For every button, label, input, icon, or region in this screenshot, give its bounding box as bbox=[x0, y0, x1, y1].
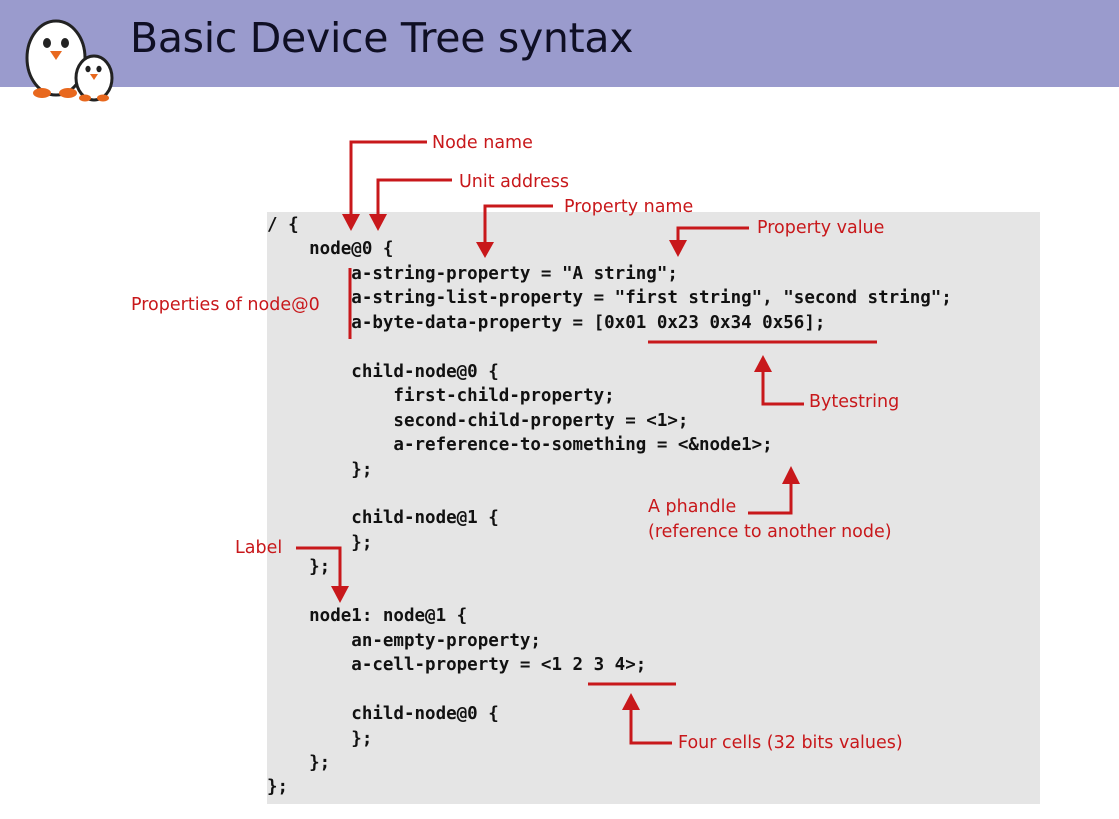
code-line: a-string-property = "A string"; bbox=[267, 263, 678, 284]
node-name-arrow bbox=[349, 140, 427, 220]
property-value-arrowhead bbox=[669, 240, 687, 257]
four-cells-label: Four cells (32 bits values) bbox=[678, 733, 903, 753]
property-name-label: Property name bbox=[564, 197, 694, 217]
property-value-label: Property value bbox=[757, 218, 885, 238]
label-arrowhead bbox=[331, 586, 349, 603]
bytestring-arrow bbox=[761, 366, 804, 406]
slide-title: Basic Device Tree syntax bbox=[130, 14, 634, 62]
cells-arrow bbox=[629, 704, 672, 745]
cells-arrowhead bbox=[622, 693, 640, 710]
property-name-arrowhead bbox=[476, 242, 494, 258]
code-line: first-child-property; bbox=[267, 386, 615, 407]
bytestring-arrowhead bbox=[754, 355, 772, 372]
phandle-arrowhead bbox=[782, 466, 800, 484]
code-line: a-reference-to-something = <&node1>; bbox=[267, 435, 773, 456]
device-tree-code: / { node@0 { a-string-property = "A stri… bbox=[267, 213, 952, 800]
code-block-background bbox=[267, 212, 1040, 804]
unit-address-arrowhead bbox=[369, 214, 387, 231]
code-line: a-string-list-property = "first string",… bbox=[267, 288, 952, 309]
code-line: }; bbox=[267, 459, 373, 480]
code-line: node@0 { bbox=[267, 239, 394, 260]
code-line: }; bbox=[267, 557, 331, 578]
code-line: node1: node@1 { bbox=[267, 606, 468, 627]
property-name-arrow bbox=[483, 204, 553, 248]
node-name-arrowhead bbox=[342, 214, 360, 231]
properties-of-node0-label: Properties of node@0 bbox=[131, 295, 320, 315]
label-arrow bbox=[296, 546, 342, 592]
node-name-label: Node name bbox=[432, 133, 533, 153]
phandle-description: (reference to another node) bbox=[648, 522, 892, 542]
bytestring-label: Bytestring bbox=[809, 392, 900, 412]
code-line: a-cell-property = <1 2 3 4>; bbox=[267, 655, 647, 676]
code-line: }; bbox=[267, 777, 289, 798]
code-line: }; bbox=[267, 728, 373, 749]
penguin-mascot-icon bbox=[25, 19, 114, 102]
property-value-arrow bbox=[676, 226, 749, 246]
phandle-arrow bbox=[748, 478, 793, 515]
unit-address-arrow bbox=[376, 178, 452, 220]
unit-address-label: Unit address bbox=[459, 172, 569, 192]
code-line: }; bbox=[267, 752, 331, 773]
code-line: second-child-property = <1>; bbox=[267, 410, 689, 431]
phandle-label: A phandle bbox=[648, 497, 737, 517]
label-label: Label bbox=[235, 538, 283, 558]
code-line: child-node@0 { bbox=[267, 704, 499, 725]
code-line: child-node@1 { bbox=[267, 508, 499, 529]
title-bar bbox=[0, 0, 1119, 87]
code-line: a-byte-data-property = [0x01 0x23 0x34 0… bbox=[267, 312, 826, 333]
code-line: / { bbox=[267, 215, 299, 235]
code-line: }; bbox=[267, 532, 373, 553]
code-line: child-node@0 { bbox=[267, 361, 499, 382]
code-line: an-empty-property; bbox=[267, 630, 541, 651]
